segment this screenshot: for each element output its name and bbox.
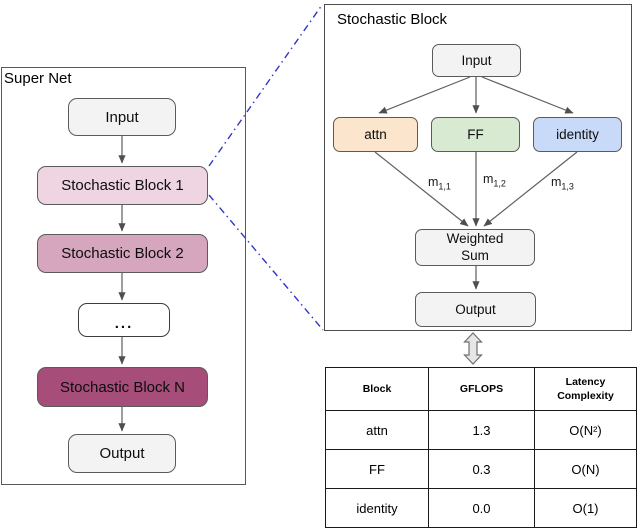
- cell-attn-latency: O(N²): [534, 410, 637, 450]
- m11-base: m: [428, 175, 439, 189]
- arrow-input-to-attn: [378, 76, 471, 114]
- cell-attn-block: attn: [325, 410, 429, 450]
- m11-sub: 1,1: [438, 181, 451, 192]
- cell-ff-block: FF: [325, 449, 429, 489]
- supernet-title: Super Net: [4, 70, 72, 87]
- cell-identity-gflops: 0.0: [428, 488, 535, 528]
- stochastic-block-title: Stochastic Block: [337, 11, 448, 28]
- block-output-node: Output: [415, 292, 536, 327]
- weighted-sum-node: Weighted Sum: [415, 229, 535, 266]
- table-row: attn 1.3 O(N²): [325, 410, 637, 450]
- cell-ff-latency: O(N): [534, 449, 637, 489]
- m12-sub: 1,2: [493, 178, 506, 189]
- col-header-latency: Latency Complexity: [534, 367, 637, 411]
- weight-label-m13: m1,3: [551, 175, 574, 192]
- stochastic-block-2-node: Stochastic Block 2: [37, 234, 208, 273]
- supernet-input-node: Input: [68, 98, 176, 136]
- cell-attn-gflops: 1.3: [428, 410, 535, 450]
- stochastic-block-container: [324, 4, 632, 331]
- table-row: identity 0.0 O(1): [325, 488, 637, 528]
- ellipsis-node: ...: [78, 303, 170, 337]
- identity-branch-node: identity: [533, 117, 622, 152]
- arrow-identity-to-sum: [483, 151, 578, 227]
- cell-identity-latency: O(1): [534, 488, 637, 528]
- attn-branch-node: attn: [333, 117, 418, 152]
- col-header-gflops: GFLOPS: [428, 367, 535, 411]
- block-input-node: Input: [432, 44, 521, 77]
- ff-branch-node: FF: [431, 117, 520, 152]
- stochastic-block-n-node: Stochastic Block N: [37, 367, 208, 407]
- block-cost-table: Block GFLOPS Latency Complexity attn 1.3…: [325, 367, 637, 528]
- table-row: FF 0.3 O(N): [325, 449, 637, 489]
- zoom-link-lower: [208, 194, 324, 331]
- cell-ff-gflops: 0.3: [428, 449, 535, 489]
- weight-label-m12: m1,2: [483, 172, 506, 189]
- weight-label-m11: m1,1: [428, 175, 451, 192]
- table-header-row: Block GFLOPS Latency Complexity: [325, 367, 637, 411]
- supernet-container: [1, 67, 246, 485]
- double-arrow-icon: [463, 332, 483, 365]
- m13-sub: 1,3: [561, 181, 574, 192]
- stochastic-block-1-node: Stochastic Block 1: [37, 166, 208, 205]
- col-header-block: Block: [325, 367, 429, 411]
- cell-identity-block: identity: [325, 488, 429, 528]
- m12-base: m: [483, 172, 494, 186]
- m13-base: m: [551, 175, 562, 189]
- arrow-input-to-identity: [481, 76, 574, 114]
- arrow-attn-to-sum: [374, 151, 469, 227]
- supernet-output-node: Output: [68, 434, 176, 473]
